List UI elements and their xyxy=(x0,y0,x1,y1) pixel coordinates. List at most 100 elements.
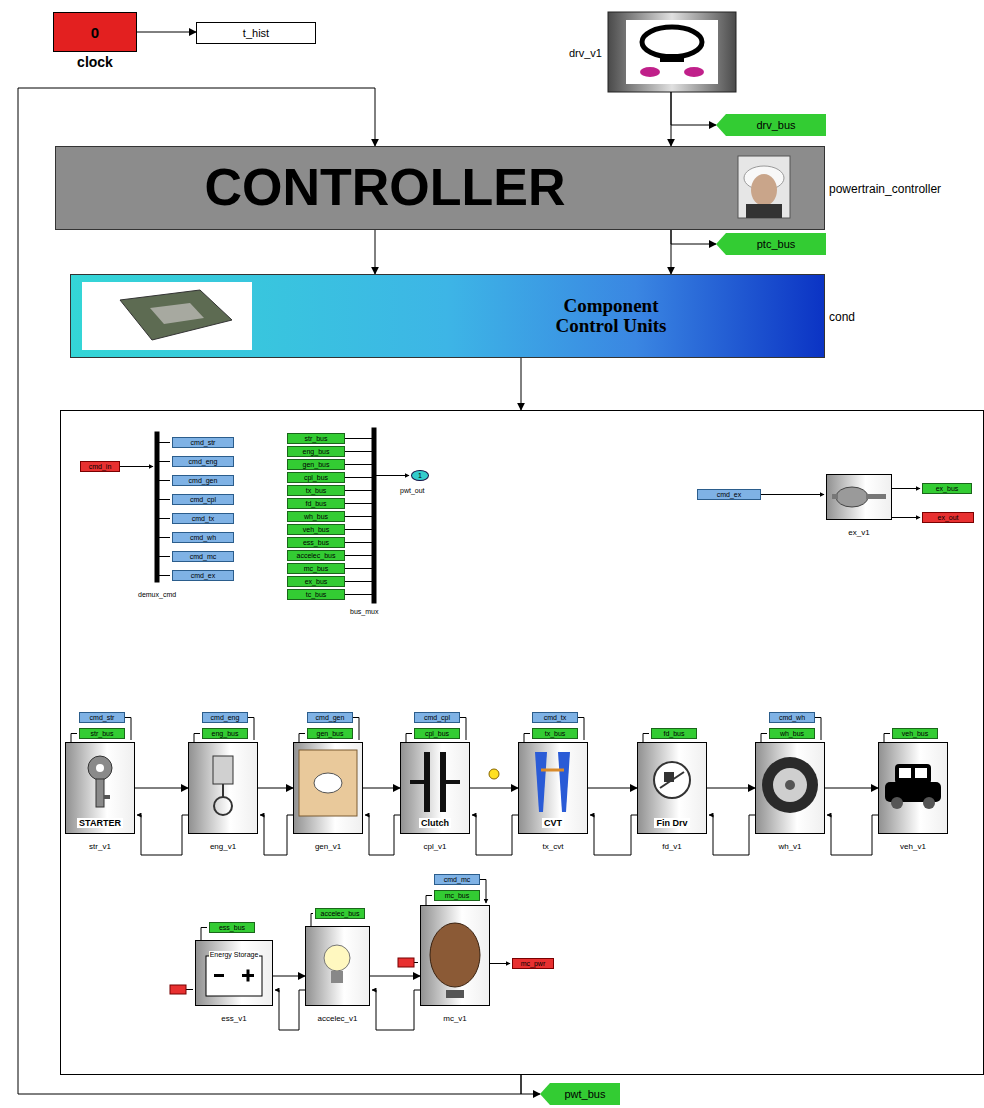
signal-name: mc_pwr xyxy=(521,960,546,967)
from-tag: cmd_gen xyxy=(172,475,234,486)
final-drive-icon xyxy=(660,772,684,788)
clock-block: 0clock xyxy=(53,12,137,52)
signal-name: tx_bus xyxy=(545,730,566,737)
connector xyxy=(135,788,188,789)
command-wire xyxy=(480,880,486,904)
signal-name: fd_bus xyxy=(663,730,684,737)
node-label: cpl_v1 xyxy=(423,842,446,851)
signal-name: ess_bus xyxy=(219,924,245,931)
text-slot: gen_v1 xyxy=(315,835,341,853)
signal-name: accelec_bus xyxy=(321,910,360,917)
text-slot: CVT xyxy=(519,812,587,830)
component-block: veh_v1 xyxy=(878,742,948,834)
from-tag: cmd_mc xyxy=(434,874,480,885)
port-tag: cmd_in xyxy=(80,461,120,472)
from-tag: cmd_str xyxy=(172,437,234,448)
signal-name: str_bus xyxy=(91,730,114,737)
node-text: drv_bus xyxy=(756,119,795,131)
feedback-wire xyxy=(472,815,518,855)
bulb-icon xyxy=(324,945,350,971)
driver-picture xyxy=(608,12,736,92)
node-text: t_hist xyxy=(243,27,269,39)
text-slot: cpl_v1 xyxy=(423,835,446,853)
block-ground xyxy=(400,742,470,834)
piston-icon xyxy=(222,784,224,798)
component-block: eng_v1 xyxy=(188,742,258,834)
from-tag: cmd_wh xyxy=(172,532,234,543)
signal-name: fd_bus xyxy=(305,500,326,507)
battery-icon xyxy=(206,956,262,996)
car-icon xyxy=(915,768,927,778)
car-icon xyxy=(895,764,931,784)
battery-icon xyxy=(247,970,250,982)
clutch-icon xyxy=(440,752,446,812)
feedback-wire xyxy=(709,815,755,855)
signal-name: cmd_ex xyxy=(717,491,742,498)
node-label: ess_v1 xyxy=(221,1014,246,1023)
driver-block: drv_v1 xyxy=(608,12,736,92)
signal-wire xyxy=(892,488,920,489)
signal-name: cmd_eng xyxy=(211,714,240,721)
node-text: eng_v1 xyxy=(210,842,236,851)
signal-name: cmd_mc xyxy=(190,553,216,560)
signal-name: cmd_in xyxy=(89,463,112,470)
goto-tag: str_bus xyxy=(287,433,345,444)
bus-bar xyxy=(372,428,376,603)
key-icon xyxy=(88,756,112,780)
feedback-wire xyxy=(365,815,400,855)
from-tag: cmd_wh xyxy=(769,712,815,723)
text-slot: veh_v1 xyxy=(900,835,926,853)
goto-tag: drv_bus xyxy=(716,114,826,136)
goto-tag: tx_bus xyxy=(287,485,345,496)
signal-name: cmd_str xyxy=(191,439,216,446)
signal-name: cmd_wh xyxy=(190,534,216,541)
goto-tag: ex_bus xyxy=(287,576,345,587)
signal-wire xyxy=(376,475,409,476)
text-slot: STARTER xyxy=(66,812,134,830)
goto-tag: str_bus xyxy=(79,728,125,739)
signal-name: str_bus xyxy=(305,435,328,442)
signal-name: tc_bus xyxy=(306,591,327,598)
node-text: wh_v1 xyxy=(778,842,801,851)
signal-name: cmd_gen xyxy=(189,477,218,484)
goto-tag: fd_bus xyxy=(287,498,345,509)
goto-tag: eng_bus xyxy=(202,728,248,739)
node-text: STARTER xyxy=(77,818,123,828)
goto-tag: mc_bus xyxy=(434,890,480,901)
from-tag: cmd_gen xyxy=(307,712,353,723)
block-ground xyxy=(878,742,948,834)
from-tag: cmd_str xyxy=(79,712,125,723)
connector xyxy=(825,788,878,789)
from-tag: cmd_ex xyxy=(697,489,761,500)
driver-ground xyxy=(626,20,718,84)
node-text: Component Control Units xyxy=(552,296,670,336)
muffler-icon xyxy=(832,494,838,499)
node-text: Energy Storage xyxy=(209,951,260,958)
from-tag xyxy=(170,985,186,994)
driver-frame xyxy=(608,12,736,92)
text-slot: mc_v1 xyxy=(443,1007,467,1025)
bus-bar xyxy=(155,432,159,582)
portrait-frame xyxy=(738,156,790,218)
from-tag: cmd_ex xyxy=(172,570,234,581)
goto-tag: tx_bus xyxy=(532,728,578,739)
node-text: Fin Drv xyxy=(654,818,689,828)
bulb-icon xyxy=(331,971,343,983)
node-text: gen_v1 xyxy=(315,842,341,851)
final-drive-icon xyxy=(664,772,674,782)
block-ground xyxy=(755,742,825,834)
muffler-icon xyxy=(866,494,886,499)
block-ground xyxy=(637,742,707,834)
goto-tag: ess_bus xyxy=(287,537,345,548)
from-tag: cmd_tx xyxy=(172,513,234,524)
goto-tag: accelec_bus xyxy=(315,908,365,919)
block-ground xyxy=(293,742,363,834)
signal-name: demux_cmd xyxy=(138,591,176,598)
text-slot: tx_cvt xyxy=(543,835,564,853)
connector xyxy=(273,976,305,977)
goto-tag: ex_bus xyxy=(922,483,972,494)
block-name: pwt_out xyxy=(400,486,425,495)
node-text: Clutch xyxy=(419,818,451,828)
goto-tag: veh_bus xyxy=(892,728,938,739)
from-tag: cmd_cpl xyxy=(172,494,234,505)
